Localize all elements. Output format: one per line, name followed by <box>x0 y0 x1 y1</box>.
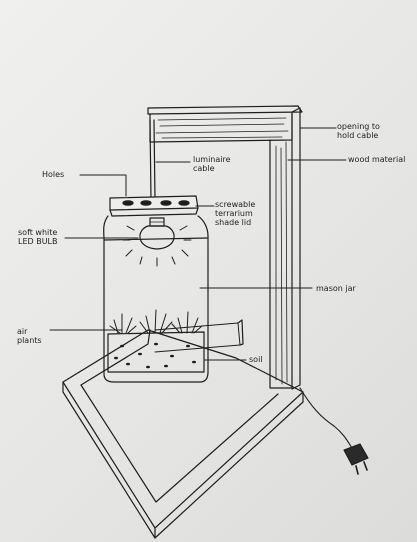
air-plants <box>109 309 203 334</box>
label-lid-line2: terrarium <box>215 209 253 218</box>
label-lid: screwable terrarium shade lid <box>215 200 255 227</box>
label-opening: opening to hold cable <box>337 122 380 140</box>
plug-icon <box>343 443 369 475</box>
leader-lines <box>49 127 347 361</box>
label-plants-line2: plants <box>17 336 42 345</box>
soil-bed <box>107 331 205 373</box>
label-bulb-line1: soft white <box>18 228 58 237</box>
label-jar: mason jar <box>316 284 356 293</box>
label-plants-line1: air <box>17 327 28 336</box>
led-bulb <box>122 217 192 267</box>
luminaire-cable <box>149 119 353 449</box>
label-wood: wood material <box>348 155 406 164</box>
label-plants: air plants <box>17 327 42 345</box>
label-lid-line3: shade lid <box>215 218 252 227</box>
wood-stand <box>62 105 304 539</box>
label-cable: luminaire cable <box>193 155 231 173</box>
label-holes: Holes <box>42 170 65 179</box>
label-opening-line1: opening to <box>337 122 380 131</box>
label-lid-line1: screwable <box>215 200 256 209</box>
mason-jar <box>103 215 209 383</box>
label-cable-line2: cable <box>193 164 215 173</box>
terrarium-lid <box>109 195 199 217</box>
label-soil: soil <box>249 355 263 364</box>
label-cable-line1: luminaire <box>193 155 231 164</box>
label-bulb: soft white LED BULB <box>18 228 58 246</box>
label-bulb-line2: LED BULB <box>18 237 58 246</box>
label-opening-line2: hold cable <box>337 131 379 140</box>
